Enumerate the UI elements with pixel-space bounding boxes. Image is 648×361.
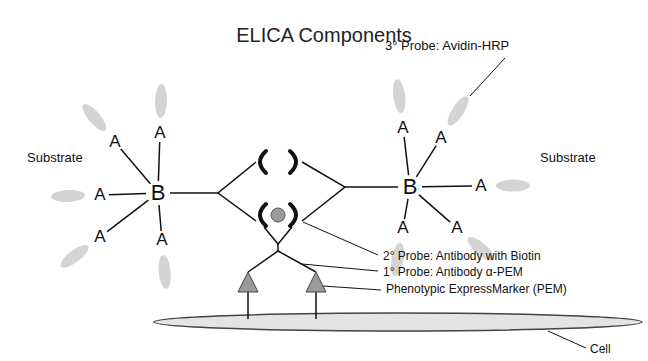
substrate-group-left — [51, 84, 172, 290]
marker-anchor — [315, 292, 317, 319]
substrate-ellipse — [391, 79, 407, 114]
biotin-letter: B — [151, 180, 166, 205]
biotin-linker — [218, 162, 256, 221]
substrate-ellipse — [444, 93, 472, 128]
antibody-arm — [260, 151, 266, 173]
cell-membrane — [154, 313, 642, 331]
avidin-letter: A — [94, 185, 105, 205]
biotin-linker — [170, 192, 218, 194]
pem-marker — [238, 272, 258, 292]
bond-line — [404, 137, 409, 175]
bond-line — [109, 193, 146, 194]
leader-line — [323, 286, 381, 290]
substrate-ellipse — [79, 101, 110, 135]
substrate-ellipse — [57, 241, 91, 271]
substrate-ellipse — [154, 84, 167, 118]
bond-line — [121, 149, 151, 184]
avidin-letter: A — [397, 218, 408, 238]
biotin-linker — [345, 186, 398, 188]
bond-line — [159, 205, 161, 231]
bond-line — [107, 200, 148, 231]
avidin-letter: A — [475, 176, 486, 196]
antibody-arm — [290, 151, 296, 173]
avidin-letter: A — [94, 227, 105, 247]
substrate-label: Substrate — [27, 151, 83, 166]
leader-line — [548, 331, 586, 348]
bond-line — [405, 199, 409, 219]
biotin-linker — [302, 162, 345, 221]
substrate-ellipse — [51, 189, 85, 202]
secondary-antibody — [260, 151, 296, 226]
antibody-arm — [264, 227, 292, 244]
marker-anchor — [247, 292, 249, 319]
bond-line — [419, 195, 450, 222]
antibody-stem — [277, 244, 279, 251]
pem-marker — [306, 272, 326, 292]
leader-line — [470, 58, 505, 96]
bond-line — [158, 142, 159, 181]
antibody-branch — [248, 251, 316, 272]
probe-label: 1° Probe: Antibody α-PEM — [383, 266, 523, 280]
primary-antibody — [248, 227, 316, 319]
probe-label: 3° Probe: Avidin-HRP — [385, 39, 509, 54]
avidin-letter: A — [156, 230, 167, 250]
bond-line — [416, 146, 436, 177]
bond-lines-left — [107, 142, 256, 232]
avidin-letter: A — [451, 218, 462, 238]
leader-line — [303, 222, 378, 255]
avidin-letter: A — [435, 128, 446, 148]
avidin-letter: A — [154, 123, 165, 143]
antigen-site — [271, 208, 285, 222]
substrate-group-right — [389, 79, 530, 278]
marker-label: Phenotypic ExpressMarker (PEM) — [386, 283, 567, 297]
bond-line — [422, 185, 472, 187]
cell-label: Cell — [590, 343, 611, 357]
substrate-label: Substrate — [540, 151, 596, 166]
leader-line — [302, 264, 378, 271]
leader-lines — [302, 58, 586, 348]
substrate-ellipse — [157, 254, 172, 289]
bond-lines-right — [302, 137, 472, 222]
antibody-arm — [260, 204, 266, 226]
avidin-letter: A — [397, 118, 408, 138]
biotin-letter: B — [403, 174, 418, 199]
antibody-arm — [290, 204, 296, 226]
probe-label: 2° Probe: Antibody with Biotin — [383, 250, 541, 264]
substrate-ellipse — [496, 179, 530, 191]
avidin-letter: A — [109, 132, 120, 152]
